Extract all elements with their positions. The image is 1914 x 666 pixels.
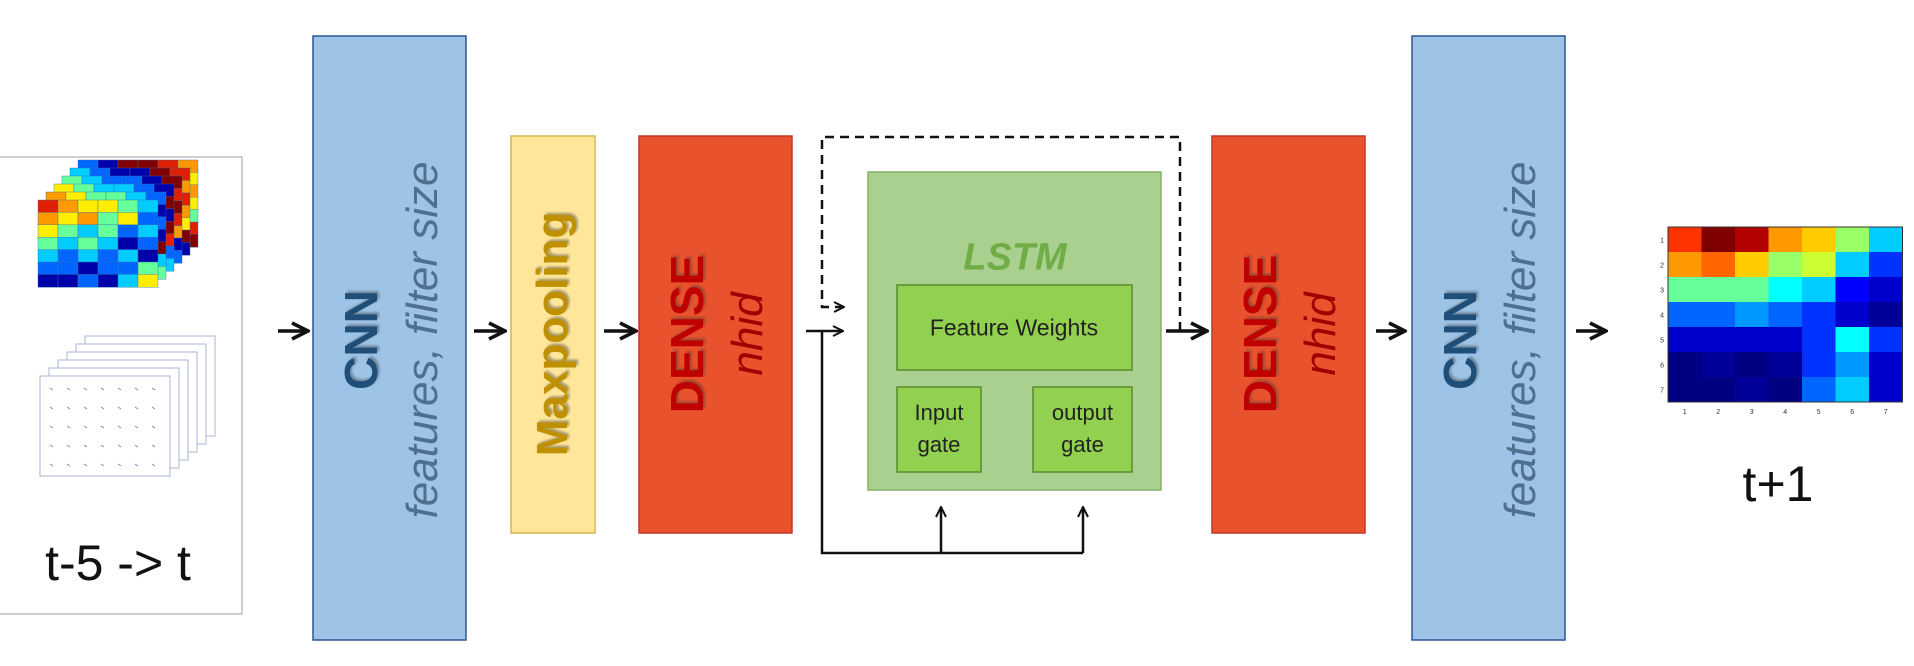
y-tick-label: 1: [1660, 238, 1664, 245]
heatmap-cell: [1735, 377, 1769, 403]
maxpooling-title: Maxpooling: [528, 211, 577, 457]
y-tick-label: 5: [1660, 338, 1664, 345]
cnn-block-1: [312, 35, 467, 641]
input-caption: t-5 -> t: [45, 535, 191, 591]
heatmap-cell: [1701, 227, 1736, 253]
y-tick-label: 3: [1660, 288, 1664, 295]
x-tick-label: 2: [1716, 409, 1720, 416]
y-tick-label: 2: [1660, 263, 1664, 270]
heatmap-cell: [1735, 327, 1769, 353]
dense-block-1: [638, 135, 793, 534]
heatmap-cell: [1835, 327, 1870, 353]
heatmap-cell: [1869, 302, 1903, 328]
cnn-block-2: [1411, 35, 1566, 641]
heatmap-cell: [1768, 302, 1803, 328]
heatmap-cell: [1835, 277, 1870, 303]
output-gate-box: [1032, 386, 1133, 473]
heatmap-frame: [1667, 226, 1903, 403]
heatmap-cell: [1835, 302, 1870, 328]
heatmap-cell: [1701, 252, 1736, 278]
heatmap-cell: [1768, 252, 1803, 278]
heatmap-cell: [1735, 352, 1769, 378]
output-caption: t+1: [1742, 456, 1814, 512]
x-tick-label: 4: [1783, 409, 1787, 416]
heatmap-cell: [1835, 227, 1870, 253]
gate-feed-line: [820, 331, 1083, 555]
output-gate-line-2: gate: [1061, 432, 1104, 457]
heatmap-cell: [1835, 352, 1870, 378]
heatmap-cell: [1802, 377, 1836, 403]
heatmap-cell: [1735, 227, 1769, 253]
heatmap-cell: [1701, 352, 1736, 378]
cnn-1-title: CNN: [335, 290, 387, 390]
output-gate-label: output gate: [1033, 397, 1132, 461]
heatmap-cell: [1869, 377, 1903, 403]
dense-2-title: DENSE: [1234, 254, 1286, 414]
heatmap-cell: [1768, 377, 1803, 403]
heatmap-cell: [1802, 227, 1836, 253]
feature-weights-label: Feature Weights: [929, 314, 1099, 341]
heatmap-cell: [1668, 227, 1702, 253]
heatmap-cell: [1869, 277, 1903, 303]
cnn-2-title: CNN: [1434, 290, 1486, 390]
heatmap-cell: [1869, 352, 1903, 378]
x-tick-label: 1: [1683, 409, 1687, 416]
x-tick-label: 6: [1850, 409, 1854, 416]
heatmap-cell: [1869, 327, 1903, 353]
heatmap-cell: [1802, 352, 1836, 378]
input-heatmap-stack: [37, 159, 199, 288]
y-tick-label: 4: [1660, 313, 1664, 320]
dense-1-subtitle: nhid: [723, 292, 772, 376]
heatmap-cell: [1802, 327, 1836, 353]
heatmap-cell: [1668, 327, 1702, 353]
heatmap-cell: [1668, 352, 1702, 378]
input-gate-box: [896, 386, 982, 473]
heatmap-cell: [1701, 302, 1736, 328]
heatmap-cell: [1835, 377, 1870, 403]
input-vector-field-stack: [39, 335, 216, 477]
x-tick-label: 7: [1884, 409, 1888, 416]
heatmap-cell: [1735, 252, 1769, 278]
heatmap-cell: [1802, 277, 1836, 303]
output-gate-line-1: output: [1051, 400, 1114, 425]
heatmap-cell: [1735, 277, 1769, 303]
heatmap-cell: [1768, 327, 1803, 353]
heatmap-cell: [1668, 377, 1702, 403]
heatmap-cell: [1668, 252, 1702, 278]
input-gate-label: Input gate: [897, 397, 981, 461]
x-tick-label: 3: [1750, 409, 1754, 416]
input-heatmap-layer: [37, 199, 159, 288]
dense-block-2: [1211, 135, 1366, 534]
heatmap-cell: [1869, 252, 1903, 278]
heatmap-cell: [1735, 302, 1769, 328]
heatmap-cell: [1768, 277, 1803, 303]
heatmap-cell: [1701, 277, 1736, 303]
output-heatmap: 1 2 3 4 5 6 7 1 2 3 4 5 6 7: [1660, 226, 1903, 416]
heatmap-cell: [1701, 327, 1736, 353]
heatmap-cell: [1668, 302, 1702, 328]
heatmap-cell: [1869, 227, 1903, 253]
lstm-title: LSTM: [963, 236, 1067, 279]
input-gate-line-2: gate: [917, 432, 961, 457]
heatmap-cell: [1668, 277, 1702, 303]
feature-weights-box: [896, 284, 1133, 371]
y-tick-label: 7: [1660, 388, 1664, 395]
heatmap-cell: [1835, 252, 1870, 278]
input-vector-layer: [39, 375, 171, 477]
heatmap-cell: [1802, 302, 1836, 328]
heatmap-cell: [1802, 252, 1836, 278]
dense-2-subtitle: nhid: [1296, 292, 1345, 376]
y-tick-label: 6: [1660, 363, 1664, 370]
cnn-2-subtitle: features, filter size: [1496, 161, 1545, 519]
dense-1-title: DENSE: [661, 254, 713, 414]
heatmap-cell: [1768, 227, 1803, 253]
input-gate-line-1: Input: [914, 400, 964, 425]
heatmap-cell: [1768, 352, 1803, 378]
heatmap-cell: [1701, 377, 1736, 403]
maxpooling-block: [510, 135, 596, 534]
x-tick-label: 5: [1817, 409, 1821, 416]
cnn-1-subtitle: features, filter size: [398, 161, 447, 519]
